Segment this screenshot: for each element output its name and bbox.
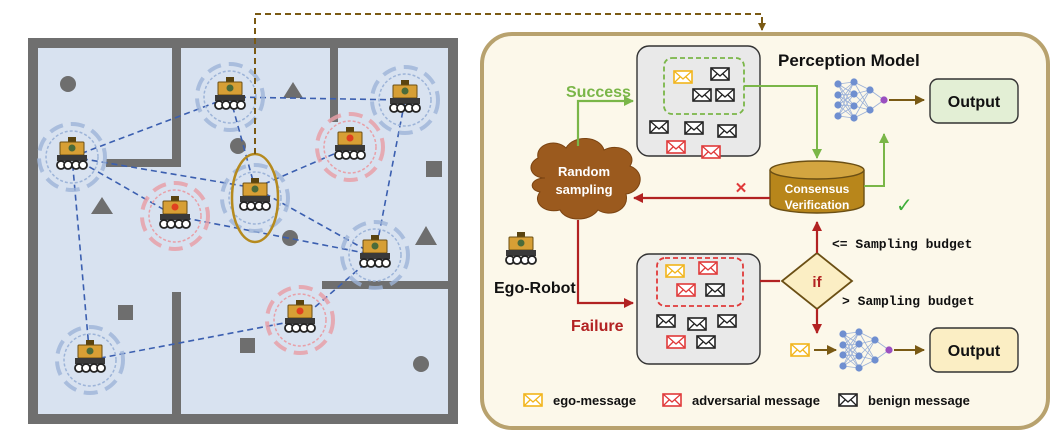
if-label: if (812, 274, 822, 291)
failure-sample-box (636, 253, 761, 365)
reject-cross-icon: ✕ (735, 180, 748, 197)
output-label-top: Output (948, 94, 1001, 111)
legend-ego-message: ego-message (553, 393, 636, 408)
random-sampling-line1: Random (558, 164, 610, 179)
legend-benign-message: benign message (868, 393, 970, 408)
legend-adversarial-message: adversarial message (692, 393, 820, 408)
map-obstacles (60, 76, 442, 372)
consensus-line2: Verification (785, 198, 850, 212)
ego-robot-icon (505, 231, 537, 265)
verification-to-model-arrow (864, 133, 889, 187)
gt-budget-label: > Sampling budget (842, 294, 975, 309)
environment-map (28, 38, 458, 424)
map-walls (106, 48, 448, 414)
random-sampling-line2: sampling (555, 182, 612, 197)
legend: ego-message adversarial message benign m… (523, 393, 970, 408)
output-label-bottom: Output (948, 343, 1001, 360)
success-arrow (576, 96, 634, 146)
consensus-verification-database-icon: Consensus Verification (769, 160, 865, 214)
perception-model-title: Perception Model (778, 51, 920, 70)
consensus-line1: Consensus (785, 182, 850, 196)
legend-benign-message-envelope-icon (838, 393, 858, 407)
ego-message-envelope-icon (790, 343, 810, 357)
random-sampling-cloud: Random sampling (530, 138, 641, 220)
success-label: Success (566, 84, 631, 101)
output-box-top (929, 78, 1019, 124)
failure-label: Failure (571, 318, 624, 335)
failure-arrow (576, 220, 634, 308)
ego-to-panel-connector (254, 13, 766, 154)
ego-robot-label: Ego-Robot (494, 280, 576, 297)
legend-ego-message-envelope-icon (523, 393, 543, 407)
le-budget-label: <= Sampling budget (832, 237, 972, 252)
output-box-bottom (929, 327, 1019, 373)
accept-check-icon: ✓ (896, 195, 913, 217)
success-sample-box (636, 45, 761, 159)
pipeline-panel (480, 32, 1050, 430)
communication-links (71, 96, 406, 361)
legend-adversarial-message-envelope-icon (662, 393, 682, 407)
success-to-verification-arrow (744, 85, 822, 159)
